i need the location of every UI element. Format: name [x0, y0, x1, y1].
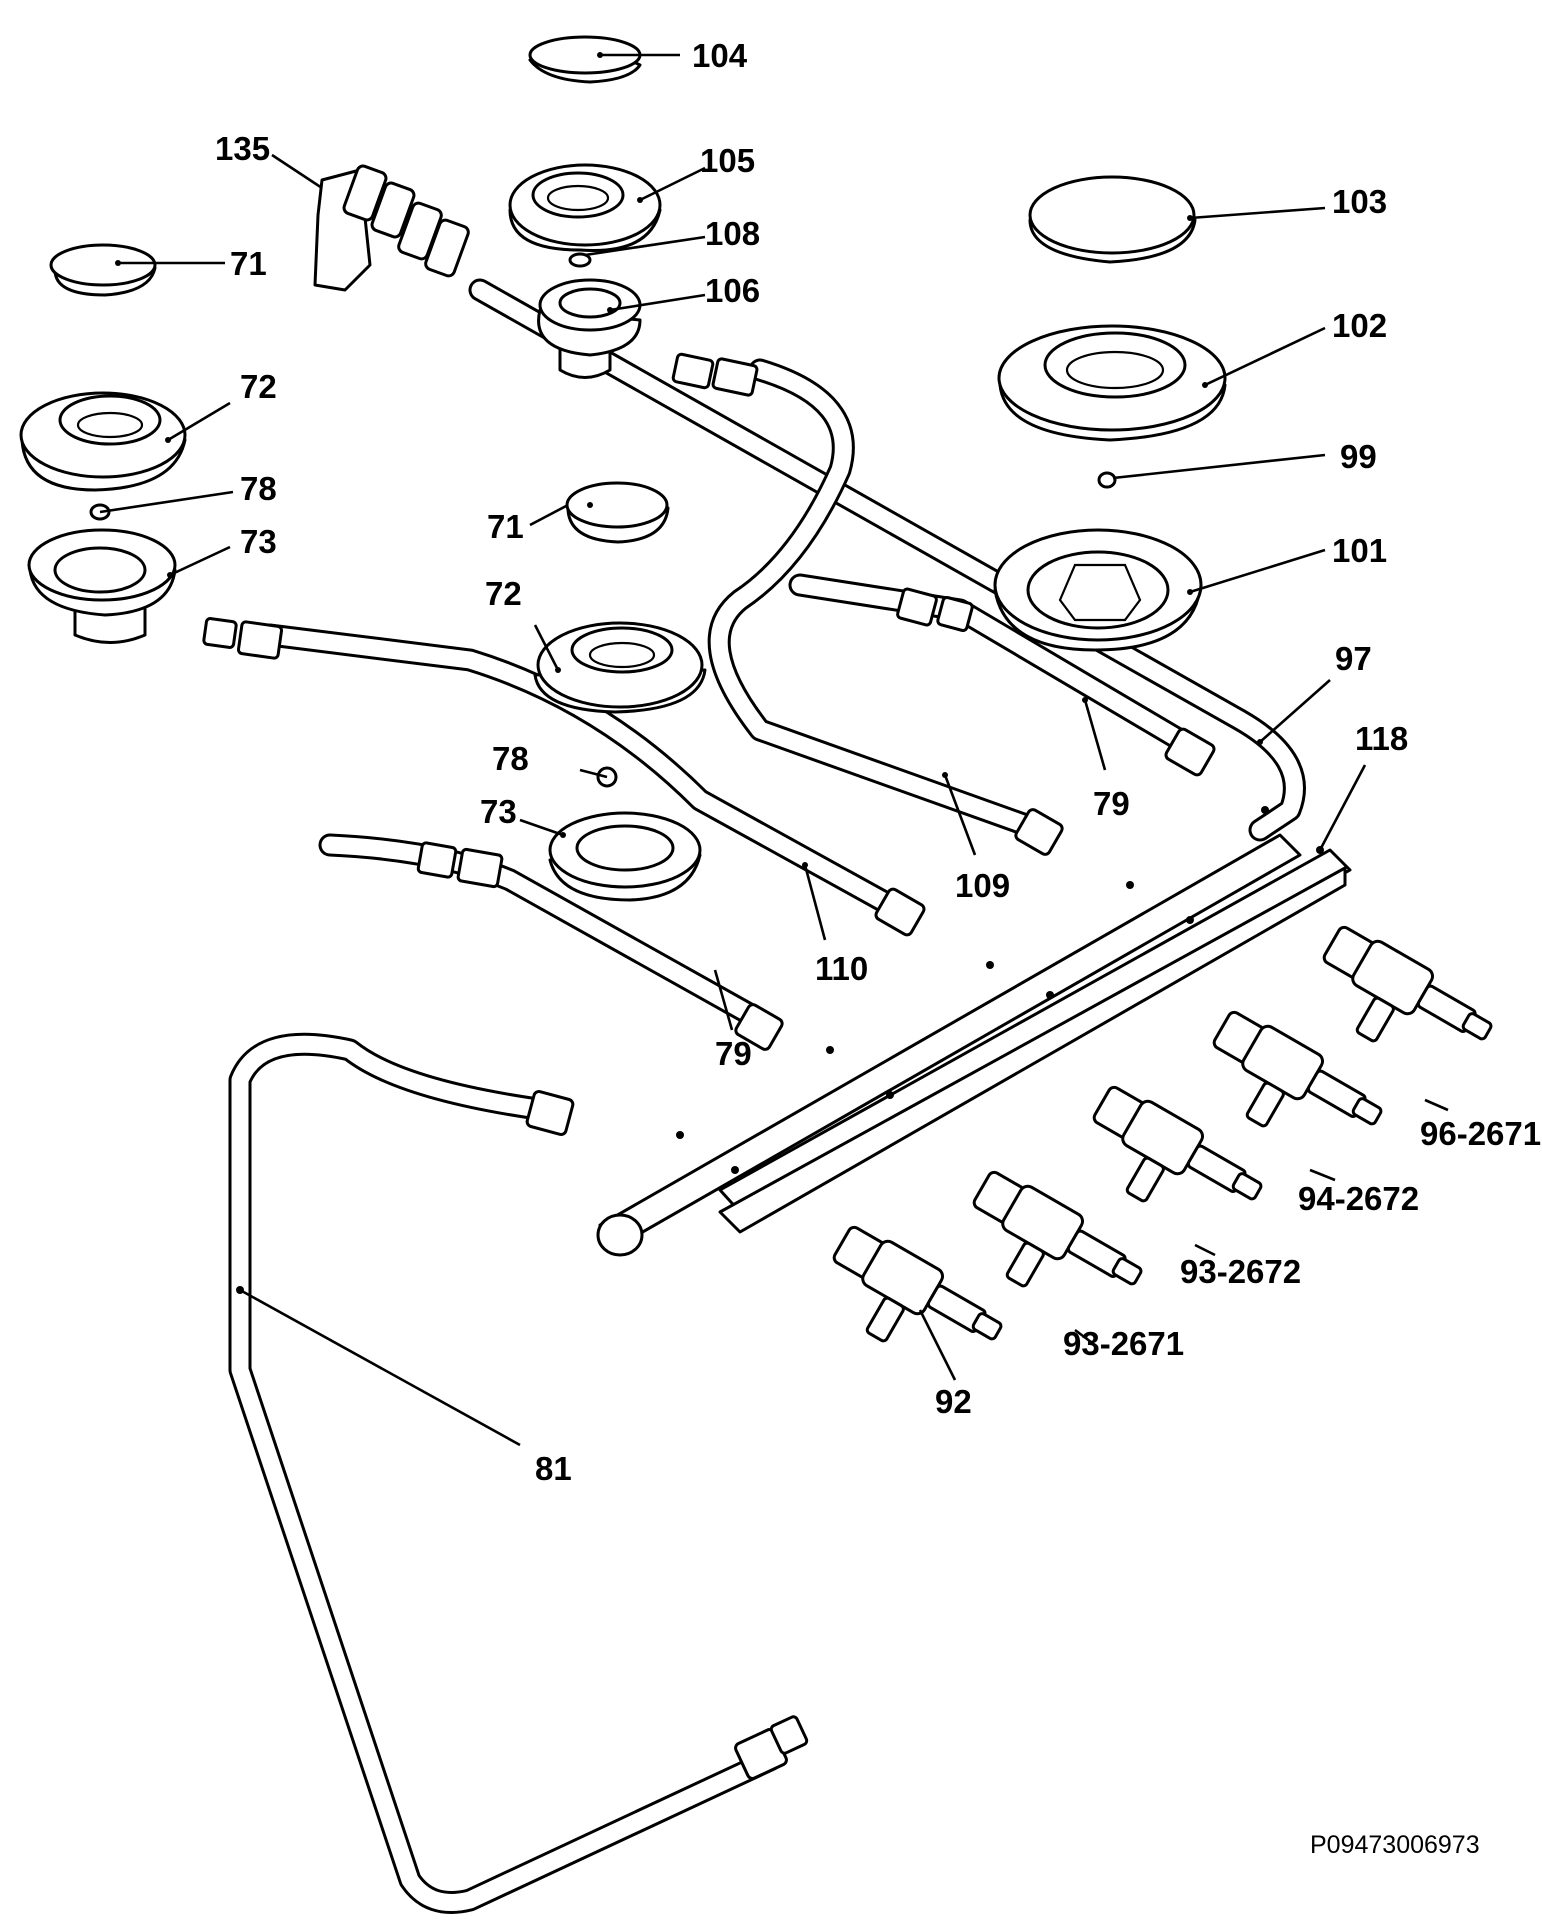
pipe-fittings: [202, 352, 1216, 1780]
callout-94-2672: 94-2672: [1298, 1180, 1419, 1217]
screw-108: [568, 252, 592, 268]
burner-cap-71-middle: [565, 481, 670, 544]
gas-valve-93-2671: [972, 1170, 1143, 1288]
burner-cap-103: [1028, 175, 1197, 264]
screw-99: [1097, 471, 1117, 489]
burner-base-106: [537, 278, 642, 379]
callout-73-left: 73: [240, 523, 277, 560]
gas-valve-93-2672: [1092, 1085, 1263, 1203]
gas-valve-92: [832, 1225, 1003, 1343]
reference-code: P09473006973: [1310, 1831, 1480, 1859]
callout-79-upper: 79: [1093, 785, 1130, 822]
gas-valve-94-2672: [1212, 1010, 1383, 1128]
burner-crown-72-left: [19, 391, 187, 492]
callout-109: 109: [955, 867, 1010, 904]
callout-102: 102: [1332, 307, 1387, 344]
callout-93-2672: 93-2672: [1180, 1253, 1301, 1290]
burner-crown-72-middle: [533, 621, 707, 714]
burner-crown-102: [997, 324, 1227, 442]
leader-lines: [99, 53, 1449, 1447]
callout-93-2671: 93-2671: [1063, 1325, 1184, 1362]
gas-valve-96-2671: [1322, 925, 1493, 1043]
callout-108: 108: [705, 215, 760, 252]
callout-110: 110: [815, 950, 868, 987]
callout-106: 106: [705, 272, 760, 309]
screw-78-left: [89, 503, 111, 521]
callout-81: 81: [535, 1450, 572, 1487]
callout-118: 118: [1355, 720, 1408, 757]
callout-79-lower: 79: [715, 1035, 752, 1072]
burner-base-73-left: [27, 528, 177, 644]
callout-101: 101: [1332, 532, 1387, 569]
callout-78-left: 78: [240, 470, 277, 507]
gas-pipes: [228, 278, 1306, 1914]
callout-72-middle: 72: [485, 575, 522, 612]
burner-cap-104: [528, 35, 642, 84]
callout-96-2671: 96-2671: [1420, 1115, 1541, 1152]
burner-base-73-middle: [548, 811, 702, 902]
callout-97: 97: [1335, 640, 1372, 677]
callout-71-left: 71: [230, 245, 267, 282]
callout-135: 135: [215, 130, 270, 167]
callout-103: 103: [1332, 183, 1387, 220]
burner-crown-105: [508, 163, 662, 252]
callout-73-middle: 73: [480, 793, 517, 830]
callout-labels: 104 135 105 108 106 71 103 102 72 78 73 …: [215, 37, 1541, 1487]
elbow-connector: [313, 164, 470, 292]
callout-71-middle: 71: [487, 508, 524, 545]
burner-cap-71-left: [49, 243, 157, 297]
burner-base-101: [993, 528, 1203, 652]
callout-78-middle: 78: [492, 740, 529, 777]
callout-72-left: 72: [240, 368, 277, 405]
callout-104: 104: [692, 37, 748, 74]
manifold-rail: [596, 806, 1352, 1257]
pipe-79-lower: [318, 833, 772, 1032]
callout-99: 99: [1340, 438, 1377, 475]
callout-105: 105: [700, 142, 755, 179]
callout-92: 92: [935, 1383, 972, 1420]
